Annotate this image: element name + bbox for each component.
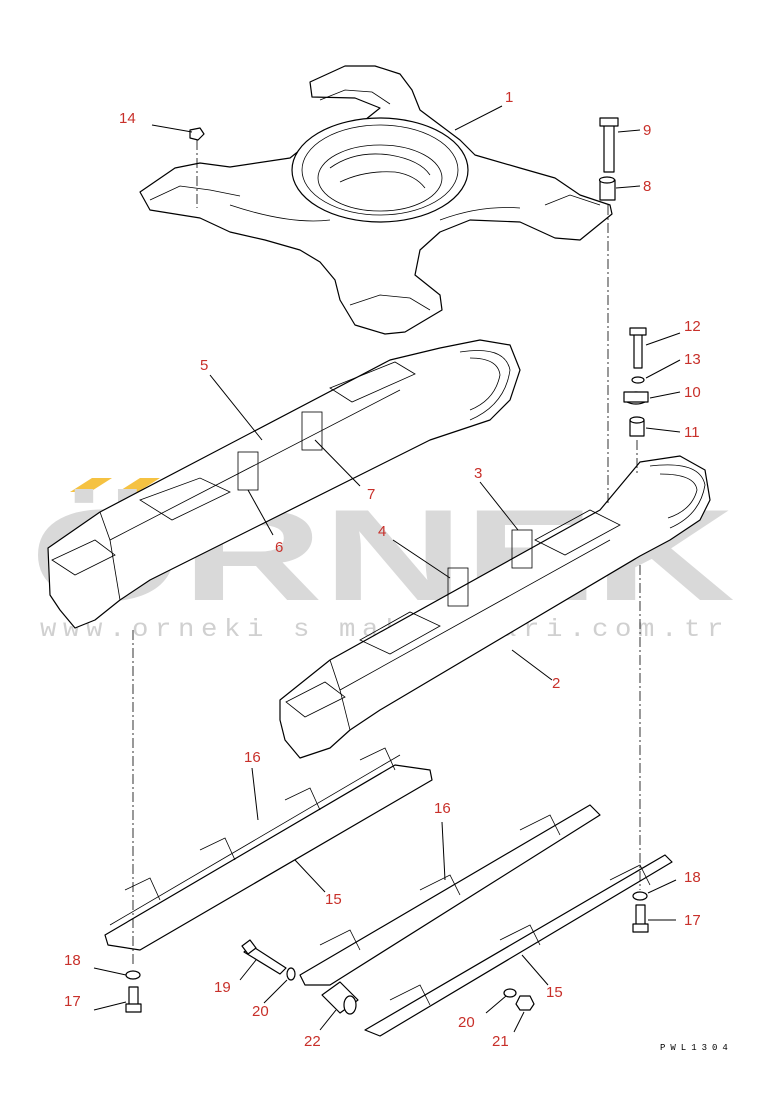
callout-21: 21 (492, 1033, 509, 1050)
left-track-frame (47, 339, 521, 629)
callout-3: 3 (474, 465, 482, 482)
callout-6: 6 (275, 539, 283, 556)
drawing-code: PWL1304 (660, 1043, 733, 1053)
callout-17-left: 17 (64, 993, 81, 1010)
washer-18-right (632, 891, 648, 901)
callout-11: 11 (684, 424, 700, 441)
callout-18-left: 18 (64, 952, 81, 969)
callout-8: 8 (643, 178, 651, 195)
spacer-8 (598, 176, 616, 201)
track-guard-lower-left (299, 804, 601, 986)
bolt-19 (241, 939, 287, 975)
callout-13: 13 (684, 351, 701, 368)
main-frame (139, 65, 613, 335)
callout-15-upper: 15 (325, 891, 342, 908)
callout-17-right: 17 (684, 912, 701, 929)
callout-19: 19 (214, 979, 231, 996)
callouts: 1 2 3 4 5 6 7 8 9 10 11 12 13 14 15 15 1… (64, 89, 701, 1050)
callout-16-lower: 16 (434, 800, 451, 817)
track-guard-lower-right (364, 854, 673, 1037)
bolt-17-right (632, 904, 649, 933)
leader-lines (93, 105, 681, 1033)
watermark-accent-left (70, 478, 112, 492)
track-guard-upper (104, 747, 433, 951)
callout-10: 10 (684, 384, 701, 401)
pin-22 (321, 981, 359, 1015)
right-track-frame (279, 455, 711, 759)
callout-7: 7 (367, 486, 375, 503)
bolt-17-left (125, 986, 142, 1013)
callout-12: 12 (684, 318, 701, 335)
callout-9: 9 (643, 122, 651, 139)
callout-5: 5 (200, 357, 208, 374)
plate-10 (623, 391, 649, 405)
bolt-9 (599, 117, 619, 173)
bolt-12 (629, 327, 647, 369)
callout-16-upper: 16 (244, 749, 261, 766)
washer-13 (631, 376, 645, 384)
washer-18-left (125, 970, 141, 980)
callout-4: 4 (378, 523, 386, 540)
callout-15-lower: 15 (546, 984, 563, 1001)
callout-20-right: 20 (458, 1014, 475, 1031)
washer-20-left (286, 967, 296, 981)
bolt-14 (189, 127, 205, 141)
callout-22: 22 (304, 1033, 321, 1050)
watermark-accent-right (118, 478, 160, 492)
nut-21 (515, 995, 535, 1011)
spacer-11 (629, 416, 645, 437)
callout-2: 2 (552, 675, 560, 692)
callout-20-left: 20 (252, 1003, 269, 1020)
callout-14: 14 (119, 110, 136, 127)
callout-18-right: 18 (684, 869, 701, 886)
washer-20-right (503, 988, 517, 998)
callout-1: 1 (505, 89, 513, 106)
assembly-lines (132, 140, 641, 965)
